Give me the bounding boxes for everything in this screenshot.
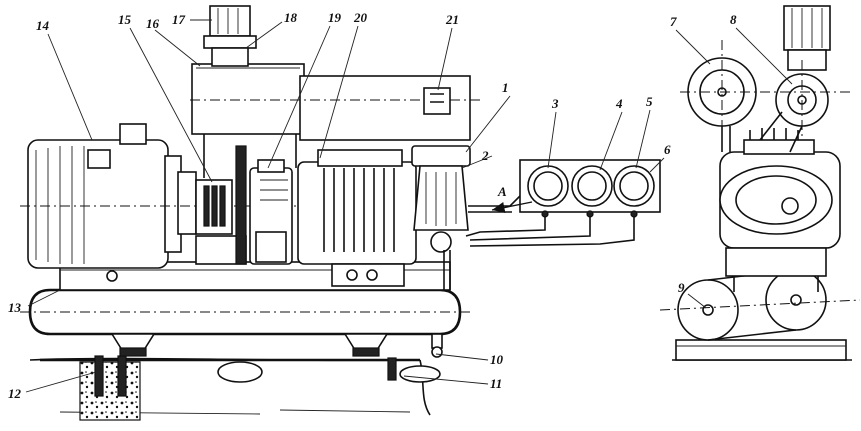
callout-8: 8 (730, 12, 737, 27)
intake-filter (203, 5, 257, 67)
callout-3: 3 (551, 96, 559, 111)
callout-7: 7 (670, 14, 677, 29)
callout-14: 14 (36, 18, 50, 33)
leader-lines (25, 19, 793, 393)
callout-4: 4 (615, 96, 623, 111)
side-view-frame (672, 339, 852, 361)
unloader-valve (423, 87, 451, 115)
oil-pump-unit (249, 159, 293, 265)
callout-9: 9 (678, 280, 685, 295)
callout-19: 19 (328, 10, 342, 25)
gauge-tubes (465, 216, 635, 247)
side-centerlines (680, 40, 850, 150)
coupling (195, 179, 233, 235)
callout-5: 5 (646, 94, 653, 109)
callout-18: 18 (284, 10, 298, 25)
receiver-tank (20, 288, 470, 336)
side-receiver (659, 269, 861, 341)
electric-motor (20, 123, 460, 282)
callout-10: 10 (490, 352, 504, 367)
callout-labels: 1 2 3 4 5 6 7 8 9 10 11 12 13 14 15 16 1… (8, 10, 737, 401)
callout-15: 15 (118, 12, 132, 27)
flow-arrow-label: A (497, 184, 507, 199)
callout-17: 17 (172, 12, 186, 27)
callout-12: 12 (8, 386, 22, 401)
vibration-mounts (110, 333, 389, 357)
drain-valve (431, 333, 443, 358)
callout-2: 2 (481, 148, 489, 163)
flow-arrow: A (491, 184, 533, 214)
callout-11: 11 (490, 376, 502, 391)
callout-6: 6 (664, 142, 671, 157)
side-compressor-body (719, 128, 841, 292)
coupling-support (195, 145, 247, 265)
foundation-block-left (79, 361, 141, 421)
gauge-panel (519, 159, 661, 218)
callout-21: 21 (445, 12, 459, 27)
callout-20: 20 (353, 10, 368, 25)
callout-1: 1 (502, 80, 509, 95)
callout-13: 13 (8, 300, 22, 315)
compressor-block (297, 149, 417, 287)
cylinder-head (411, 145, 471, 253)
callout-16: 16 (146, 16, 160, 31)
side-intake-filter (783, 5, 831, 71)
anchor-bolt-right (217, 357, 441, 383)
